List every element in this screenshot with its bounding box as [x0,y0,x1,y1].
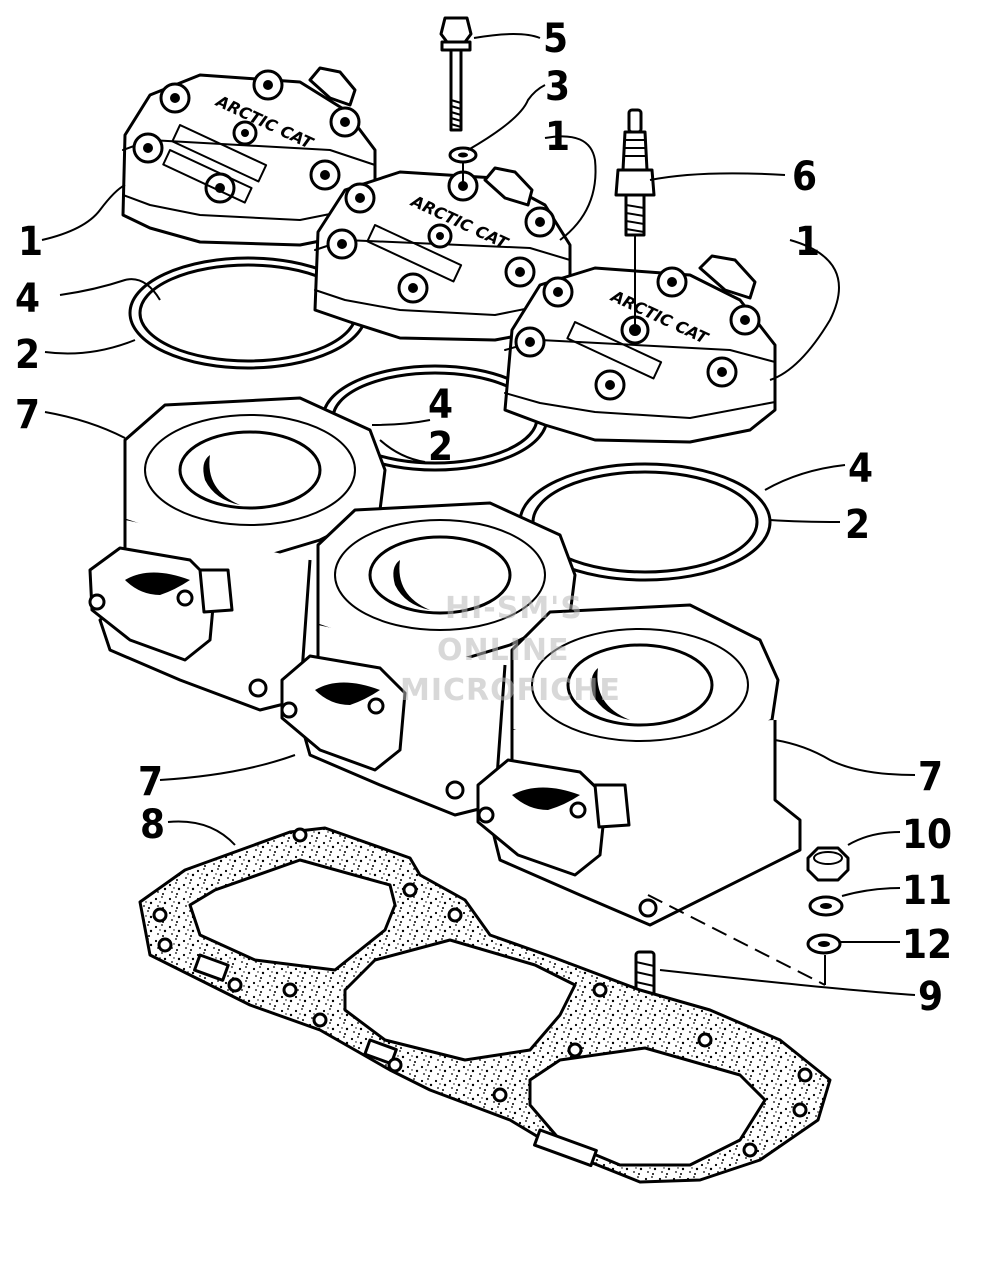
callout-2-middle: 2 [428,424,453,470]
cylinder-left [88,396,387,712]
watermark-line-1: HI-SM'S [445,591,583,626]
flat-washer [806,933,842,955]
callout-11: 11 [902,868,952,914]
head-bolt [439,16,473,132]
callout-1-right: 1 [795,219,820,265]
watermark-line-2: ONLINE [437,633,570,668]
callout-2-left: 2 [15,332,40,378]
spark-plug [614,108,656,326]
washer [448,146,478,164]
base-gasket [138,826,832,1184]
cylinder-middle [280,501,577,817]
callout-8: 8 [140,802,165,848]
callout-4-right: 4 [848,446,873,492]
callout-1-left: 1 [18,219,43,265]
nut [806,846,850,882]
callout-10: 10 [902,812,952,858]
callout-4-middle: 4 [428,382,453,428]
callout-5: 5 [543,16,568,62]
callout-labels: 5 3 1 6 1 1 4 2 7 4 2 4 2 7 7 8 10 11 12… [15,16,952,1020]
lock-washer [808,895,844,917]
callout-7-right: 7 [918,754,943,800]
callout-2-right: 2 [845,502,870,548]
callout-1-middle: 1 [545,114,570,160]
cylinder-head-left: ARCTIC CAT [121,66,377,247]
callout-12: 12 [902,922,952,968]
callout-6: 6 [792,154,817,200]
cylinder-head-right: ARCTIC CAT [503,254,777,444]
callout-7-left: 7 [15,392,40,438]
callout-9: 9 [918,974,943,1020]
cylinder-head-middle: ARCTIC CAT [313,166,572,342]
watermark: HI-SM'S ONLINE MICROFICHE [400,591,621,708]
cylinder-right [476,603,802,927]
leader-lines [41,33,916,996]
callout-7-middle: 7 [138,759,163,805]
watermark-line-3: MICROFICHE [400,673,621,708]
callout-4-left: 4 [15,276,40,322]
callout-3: 3 [545,64,570,110]
